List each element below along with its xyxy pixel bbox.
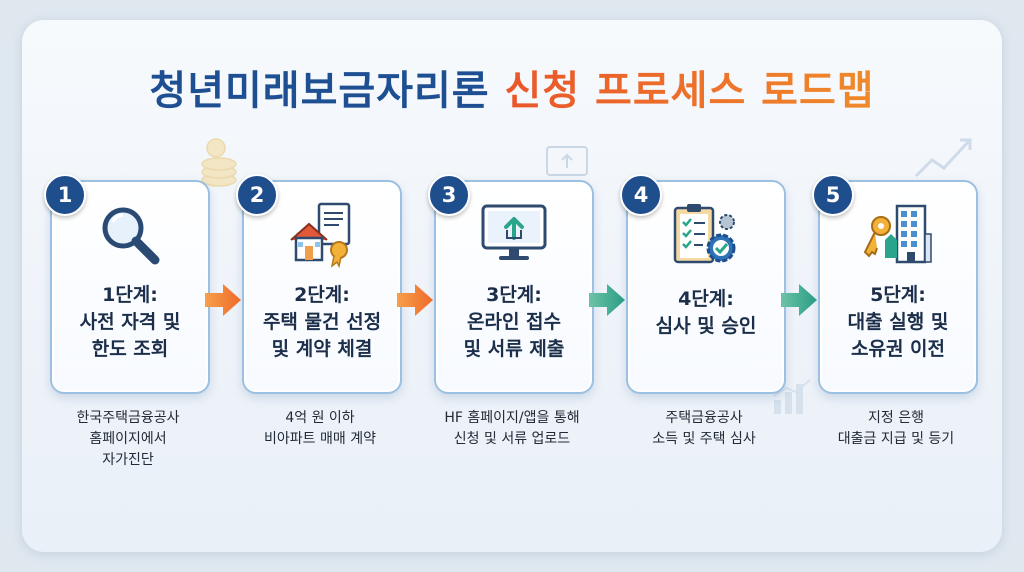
arrow-right-icon <box>205 284 241 316</box>
step-label: 1단계: 사전 자격 및 한도 조회 <box>79 284 181 360</box>
title-part2: 신청 프로세스 로드맵 <box>504 68 875 114</box>
step-label: 3단계: 온라인 접수 및 서류 제출 <box>463 284 565 360</box>
step-card-1: 1 1단계: 사전 자격 및 한도 조회 <box>44 174 210 394</box>
upload-window-icon <box>546 146 588 176</box>
step-description-3: HF 홈페이지/앱을 통해 신청 및 서류 업로드 <box>444 410 580 447</box>
growth-chart-icon <box>914 138 972 178</box>
step-card-4: 4 4단계: 심사 및 승인 <box>620 174 786 394</box>
step-label: 5단계: 대출 실행 및 소유권 이전 <box>847 284 949 360</box>
step-description-2: 4억 원 이하 비아파트 매매 계약 <box>264 410 376 447</box>
step-card-3: 3 3단계: 온라인 접수 및 서류 제출 <box>428 174 594 394</box>
step-number-badge: 2 <box>236 174 278 216</box>
step-description-4: 주택금융공사 소득 및 주택 심사 <box>652 410 756 447</box>
step-number-badge: 1 <box>44 174 86 216</box>
step-number-badge: 3 <box>428 174 470 216</box>
arrow-right-icon <box>589 284 625 316</box>
bar-chart-icon <box>773 379 811 414</box>
house-contract-icon <box>290 202 351 269</box>
step-description-1: 한국주택금융공사 홈페이지에서 자가진단 <box>76 410 180 468</box>
title-part1: 청년미래보금자리론 <box>149 68 490 114</box>
step-description-5: 지정 은행 대출금 지급 및 등기 <box>837 410 955 447</box>
page-title: 청년미래보금자리론 신청 프로세스 로드맵 <box>0 58 1024 116</box>
arrow-right-icon <box>397 284 433 316</box>
arrow-right-icon <box>781 284 817 316</box>
step-number-badge: 4 <box>620 174 662 216</box>
step-label: 4단계: 심사 및 승인 <box>655 288 757 337</box>
step-card-2: 2 2단계: 주택 물건 선정 및 계약 체결 <box>236 174 402 394</box>
step-card-5: 5 5단계: 대출 실행 및 소유권 이전 <box>812 174 978 394</box>
magnifier-icon <box>102 207 160 265</box>
computer-upload-icon <box>481 204 547 260</box>
step-number-badge: 5 <box>812 174 854 216</box>
key-building-icon <box>863 204 932 264</box>
checklist-gear-icon <box>673 204 736 264</box>
coins-icon <box>201 138 237 187</box>
step-label: 2단계: 주택 물건 선정 및 계약 체결 <box>262 284 382 360</box>
